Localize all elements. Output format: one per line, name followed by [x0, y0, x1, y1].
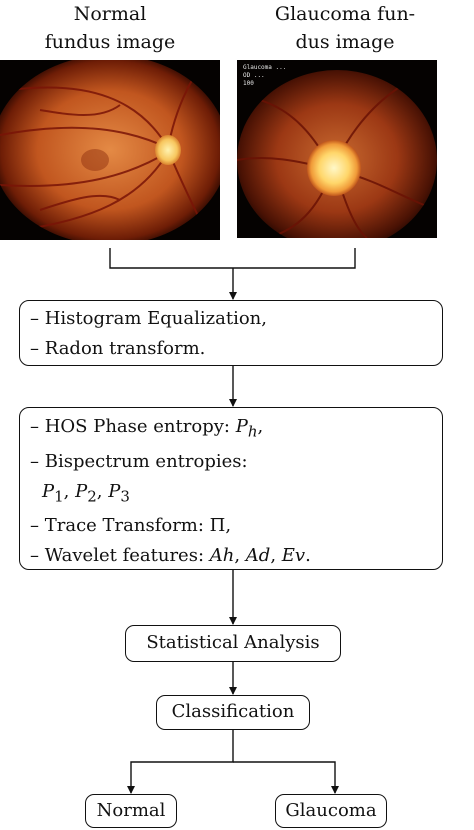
bis-p2-subscript: 2: [87, 487, 97, 506]
trace-suffix: ,: [225, 515, 232, 537]
hos-symbol: P: [235, 416, 248, 437]
merge-bracket: [109, 248, 356, 269]
feature-trace-transform: – Trace Transform: Π,: [30, 511, 442, 541]
trace-label: – Trace Transform:: [30, 515, 210, 537]
normal-image-caption: Normal fundus image: [20, 0, 200, 56]
bis-comma-2: ,: [96, 480, 109, 502]
bis-comma-1: ,: [63, 480, 76, 502]
feature-wavelet: – Wavelet features: Ah, Ad, Ev.: [30, 541, 442, 571]
normal-caption-line2: fundus image: [44, 31, 176, 53]
arrow-to-glaucoma: [233, 761, 339, 794]
feature-extraction-box: – HOS Phase entropy: Ph, – Bispectrum en…: [19, 407, 443, 570]
hos-subscript: h: [247, 422, 258, 441]
glaucoma-caption-line1: Glaucoma fun-: [274, 3, 416, 25]
outcome-glaucoma-box: Glaucoma: [275, 794, 387, 828]
glaucoma-fundus-image: Glaucoma ... OD ... 100: [237, 60, 437, 238]
bis-p3-subscript: 3: [120, 487, 130, 506]
wavelet-ad: Ad: [245, 545, 271, 567]
wavelet-comma-2: ,: [270, 545, 282, 567]
glaucoma-overlay-text-1: Glaucoma ...: [243, 64, 286, 71]
arrow-to-normal: [127, 730, 234, 794]
bis-p2-symbol: P: [75, 480, 88, 502]
glaucoma-caption-line2: dus image: [295, 31, 395, 53]
normal-caption-line1: Normal: [73, 3, 147, 25]
bis-p1-subscript: 1: [54, 487, 64, 506]
glaucoma-overlay-text-2: OD ...: [243, 72, 265, 79]
preprocessing-line-radon: – Radon transform.: [30, 338, 206, 359]
wavelet-label: – Wavelet features:: [30, 545, 210, 567]
preprocessing-line-histogram: – Histogram Equalization,: [30, 308, 267, 329]
trace-symbol: Π: [209, 515, 226, 537]
bis-p3-symbol: P: [108, 480, 121, 502]
glaucoma-overlay-text-3: 100: [243, 80, 254, 87]
bis-p1-symbol: P: [42, 480, 55, 502]
wavelet-comma-1: ,: [234, 545, 246, 567]
wavelet-suffix: .: [305, 545, 311, 567]
wavelet-ev: Ev: [281, 545, 306, 567]
outcome-normal-box: Normal: [85, 794, 177, 828]
wavelet-ah: Ah: [209, 545, 235, 567]
preprocessing-box: – Histogram Equalization, – Radon transf…: [19, 300, 443, 366]
hos-label: – HOS Phase entropy:: [30, 416, 236, 437]
classification-box: Classification: [156, 695, 310, 730]
feature-hos-phase-entropy: – HOS Phase entropy: Ph,: [30, 412, 442, 447]
normal-fundus-image: [0, 60, 220, 240]
feature-bispectrum-label: – Bispectrum entropies:: [30, 450, 248, 472]
statistical-analysis-box: Statistical Analysis: [125, 625, 341, 662]
feature-bispectrum-values: P1, P2, P3: [30, 477, 442, 512]
glaucoma-image-caption: Glaucoma fun- dus image: [250, 0, 440, 56]
hos-suffix: ,: [257, 416, 264, 437]
